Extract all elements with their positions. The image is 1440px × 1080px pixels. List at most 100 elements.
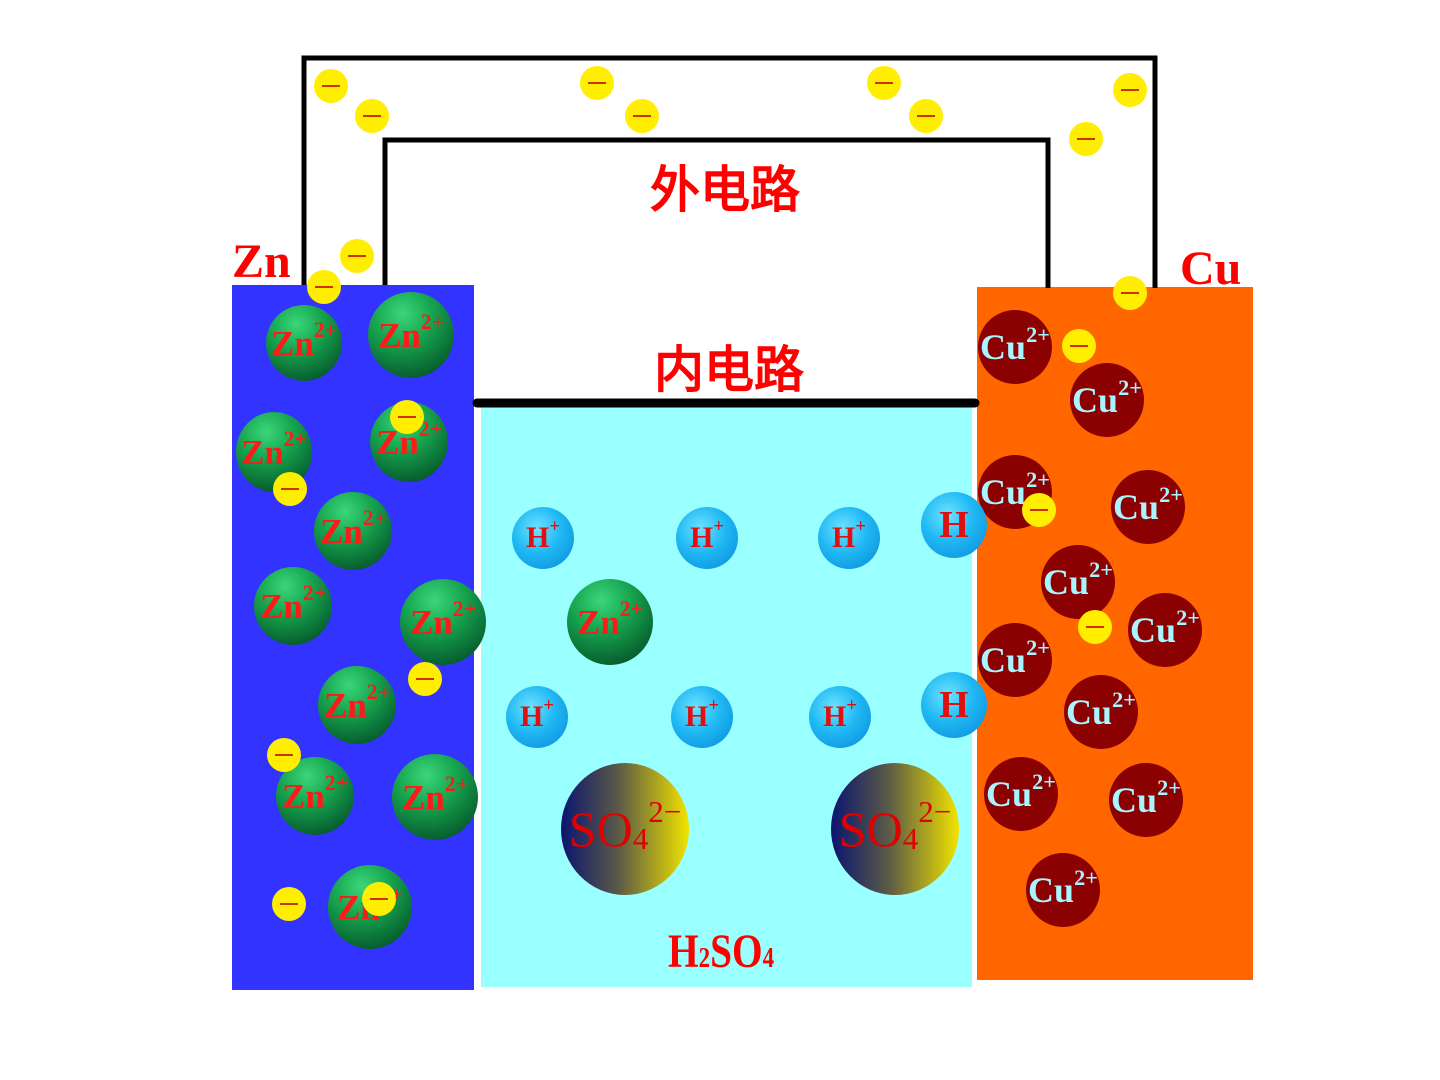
- ion-symbol: Zn: [259, 586, 303, 626]
- ion-symbol: Zn: [281, 776, 325, 816]
- ion-charge: 2+: [1118, 374, 1142, 400]
- ion-charge: 2+: [1157, 774, 1181, 800]
- ion-charge: 2+: [418, 417, 442, 442]
- hydrogen-atom: H: [921, 672, 987, 738]
- ion-symbol: H: [823, 700, 847, 733]
- electron: [390, 400, 424, 434]
- ion-charge: 2+: [1026, 634, 1050, 660]
- ion-charge: 2+: [1089, 556, 1113, 582]
- ion-symbol: Cu: [1028, 870, 1075, 910]
- ion-charge: +: [855, 516, 866, 538]
- ion-charge: 2+: [1176, 604, 1200, 630]
- ion-charge: 2+: [420, 310, 444, 335]
- ion-charge: 2−: [918, 794, 952, 830]
- ion-symbol: H: [690, 521, 714, 554]
- ion-symbol: Cu: [1113, 487, 1160, 527]
- ion-symbol: Cu: [980, 640, 1027, 680]
- electrolyte-label: H2SO4: [668, 928, 774, 976]
- inner-wire: [382, 137, 1051, 288]
- ion-charge: 2+: [362, 506, 386, 531]
- hydrogen-ion: H+: [809, 686, 871, 748]
- ion-symbol: Cu: [980, 327, 1027, 367]
- electrolyte-sub-2: 2: [698, 943, 711, 974]
- electron: [273, 472, 307, 506]
- ion-symbol: SO: [568, 801, 633, 857]
- electron: [867, 66, 901, 100]
- electron: [314, 69, 348, 103]
- ion-symbol: Zn: [323, 685, 367, 725]
- electron: [580, 66, 614, 100]
- ion-symbol: Zn: [409, 602, 453, 642]
- hydrogen-ion: H+: [506, 686, 568, 748]
- ion-symbol: H: [939, 684, 969, 726]
- ion-charge: 2+: [366, 680, 390, 705]
- ion-charge: 2−: [648, 794, 682, 830]
- electron: [408, 662, 442, 696]
- ion-subscript: 4: [902, 820, 919, 856]
- ion-charge: +: [713, 516, 724, 538]
- ion-symbol: Zn: [319, 511, 363, 551]
- ion-charge: +: [543, 695, 554, 717]
- ion-symbol: H: [520, 700, 544, 733]
- ion-symbol: Cu: [980, 472, 1027, 512]
- ion-symbol: Cu: [1130, 610, 1177, 650]
- hydrogen-ion: H+: [818, 507, 880, 569]
- ion-symbol: Zn: [270, 323, 314, 363]
- ion-charge: 2+: [1026, 466, 1050, 492]
- ion-symbol: Zn: [240, 432, 284, 472]
- ion-symbol: Zn: [401, 777, 445, 817]
- ion-charge: 2+: [283, 427, 307, 452]
- electron: [1062, 329, 1096, 363]
- external-circuit-label: 外电路: [650, 162, 800, 218]
- ion-symbol: Cu: [1066, 692, 1113, 732]
- electron: [1113, 73, 1147, 107]
- electron: [1113, 276, 1147, 310]
- ion-charge: +: [549, 516, 560, 538]
- electron: [909, 99, 943, 133]
- electron: [267, 738, 301, 772]
- electron: [307, 270, 341, 304]
- zinc-label: Zn: [232, 235, 291, 288]
- ion-charge: +: [708, 695, 719, 717]
- electron: [355, 99, 389, 133]
- ion-charge: +: [846, 695, 857, 717]
- ion-symbol: H: [526, 521, 550, 554]
- electron: [1022, 493, 1056, 527]
- ion-symbol: Cu: [986, 774, 1033, 814]
- ion-charge: 2+: [1112, 686, 1136, 712]
- hydrogen-ion: H+: [671, 686, 733, 748]
- ion-charge: 2+: [444, 772, 468, 797]
- ion-symbol: H: [939, 504, 969, 546]
- ion-charge: 2+: [1159, 481, 1183, 507]
- electron: [1078, 610, 1112, 644]
- electrolyte-so: SO: [710, 925, 763, 978]
- ion-charge: 2+: [313, 318, 337, 343]
- electron: [272, 887, 306, 921]
- copper-label: Cu: [1180, 242, 1242, 295]
- internal-circuit-label: 内电路: [654, 342, 804, 398]
- ion-charge: 2+: [1032, 768, 1056, 794]
- electrolyte-h: H: [668, 925, 699, 978]
- ion-charge: 2+: [302, 581, 326, 606]
- ion-symbol: Cu: [1043, 562, 1090, 602]
- ion-subscript: 4: [632, 820, 649, 856]
- ion-charge: 2+: [619, 597, 643, 622]
- hydrogen-atom: H: [921, 492, 987, 558]
